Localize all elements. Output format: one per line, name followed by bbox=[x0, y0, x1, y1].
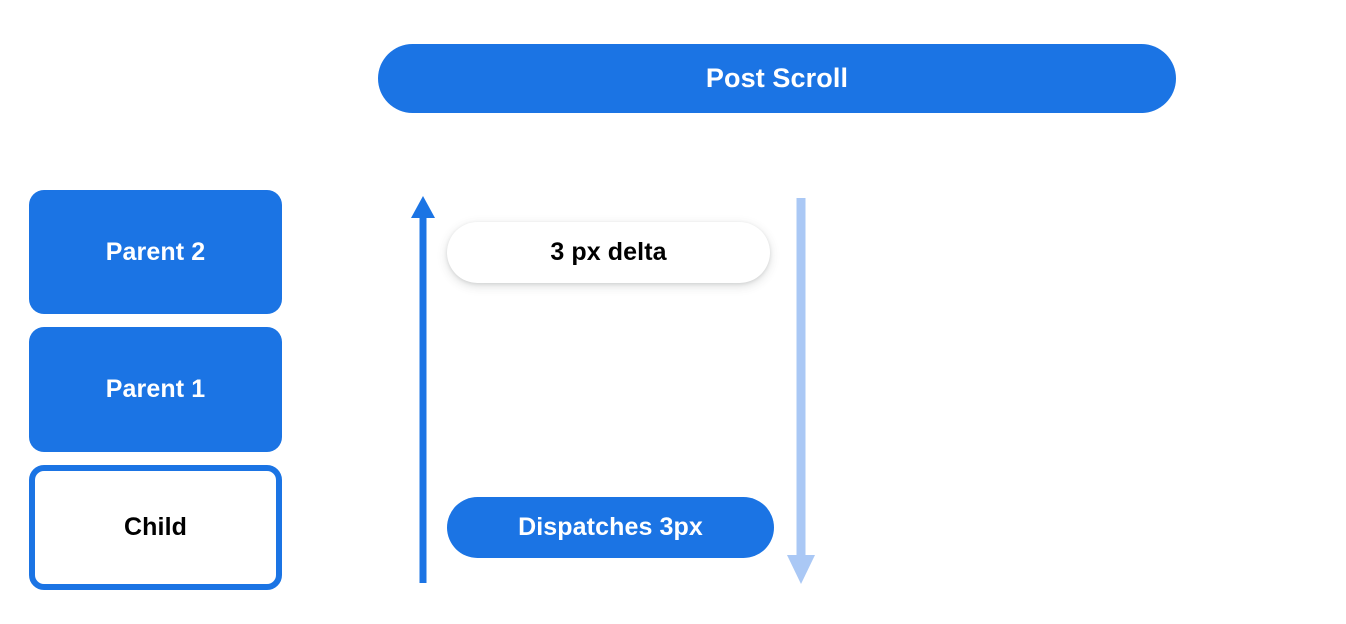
delta-annotation-label: 3 px delta bbox=[550, 238, 667, 266]
dispatch-annotation-label: Dispatches 3px bbox=[518, 513, 703, 541]
stack-box-parent-1-label: Parent 1 bbox=[105, 375, 206, 403]
dispatch-annotation-pill: Dispatches 3px bbox=[447, 497, 774, 558]
delta-annotation-pill: 3 px delta bbox=[447, 222, 770, 283]
post-scroll-header-label: Post Scroll bbox=[705, 63, 849, 93]
post-scroll-header: Post Scroll bbox=[378, 44, 1176, 113]
stack-box-parent-1: Parent 1 bbox=[29, 327, 282, 452]
scroll-down-arrow-icon bbox=[787, 198, 815, 584]
stack-box-parent-2-label: Parent 2 bbox=[105, 237, 206, 266]
stack-box-parent-2: Parent 2 bbox=[29, 190, 282, 314]
scroll-up-arrow-icon bbox=[411, 196, 435, 583]
stack-box-child-label: Child bbox=[124, 513, 187, 541]
stack-box-child: Child bbox=[29, 465, 282, 590]
